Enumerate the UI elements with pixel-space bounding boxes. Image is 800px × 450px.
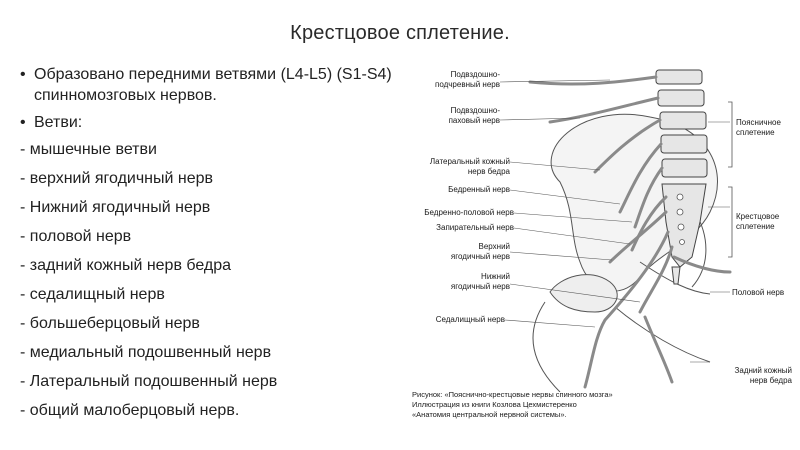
label-text: Половой нерв [732,288,785,297]
label-text: Крестцовое сплетение [736,212,780,231]
branch-item: - большеберцовый нерв [20,315,200,332]
label-ilioinguinal-nerve: Подвздошно- паховый нерв [449,106,500,125]
label-text: Задний кожный нерв бедра [734,366,792,385]
slide-title: Крестцовое сплетение. [290,22,510,44]
anatomy-figure: Подвздошно- подчревный нерв Подвздошно- … [410,62,800,450]
label-text: Нижний ягодичный нерв [450,272,510,291]
caption-line: Иллюстрация из книги Козлова Цехмистерен… [412,400,577,409]
bullet-dot-icon: • [20,114,26,131]
lumbosacral-plexus-illustration [499,69,733,392]
branch-item: - верхний ягодичный нерв [20,170,214,187]
label-lumbar-plexus: Поясничное сплетение [736,118,781,137]
label-text: Подвздошно- подчревный нерв [434,70,500,89]
branch-item: - Латеральный подошвенный нерв [20,373,278,390]
bullet-text: Ветви: [34,114,83,131]
bullet-item: • Ветви: [20,112,410,133]
label-genitofemoral-nerve: Бедренно-половой нерв [424,208,514,218]
branch-item: - Нижний ягодичный нерв [20,199,211,216]
branch-item: - общий малоберцовый нерв. [20,402,240,419]
bullet-dot-icon: • [20,66,26,83]
text-column: • Образовано передними ветвями (L4-L5) (… [20,64,410,425]
label-sciatic-nerve: Седалищный нерв [436,315,505,325]
label-text: Седалищный нерв [435,315,505,324]
bullet-text: Образовано передними ветвями (L4-L5) (S1… [34,66,392,104]
label-superior-gluteal-nerve: Верхний ягодичный нерв [451,242,510,261]
label-text: Подвздошно- паховый нерв [448,106,500,125]
label-obturator-nerve: Запирательный нерв [436,223,514,233]
label-text: Верхний ягодичный нерв [450,242,510,261]
label-femoral-nerve: Бедренный нерв [448,185,510,195]
label-sacral-plexus: Крестцовое сплетение [736,212,779,231]
label-posterior-cutaneous-nerve: Задний кожный нерв бедра [735,366,792,385]
branch-item: - половой нерв [20,228,132,245]
label-iliohypogastric-nerve: Подвздошно- подчревный нерв [435,70,500,89]
label-inferior-gluteal-nerve: Нижний ягодичный нерв [451,272,510,291]
label-lateral-cutaneous-nerve: Латеральный кожный нерв бедра [430,157,510,176]
bullet-item: • Образовано передними ветвями (L4-L5) (… [20,64,410,106]
label-text: Латеральный кожный нерв бедра [429,157,510,176]
caption-line: «Анатомия центральной нервной системы». [412,410,567,419]
branch-item: - мышечные ветви [20,141,157,158]
caption-line: Рисунок: «Пояснично-крестцовые нервы спи… [412,390,613,399]
figure-caption: Рисунок: «Пояснично-крестцовые нервы спи… [412,390,792,420]
label-pudendal-nerve: Половой нерв [732,288,784,298]
branch-item: - седалищный нерв [20,286,165,303]
label-text: Запирательный нерв [436,223,514,232]
label-text: Бедренный нерв [448,185,510,194]
branch-item: - задний кожный нерв бедра [20,257,232,274]
branch-item: - медиальный подошвенный нерв [20,344,272,361]
label-text: Бедренно-половой нерв [424,208,514,217]
label-text: Поясничное сплетение [736,118,781,137]
